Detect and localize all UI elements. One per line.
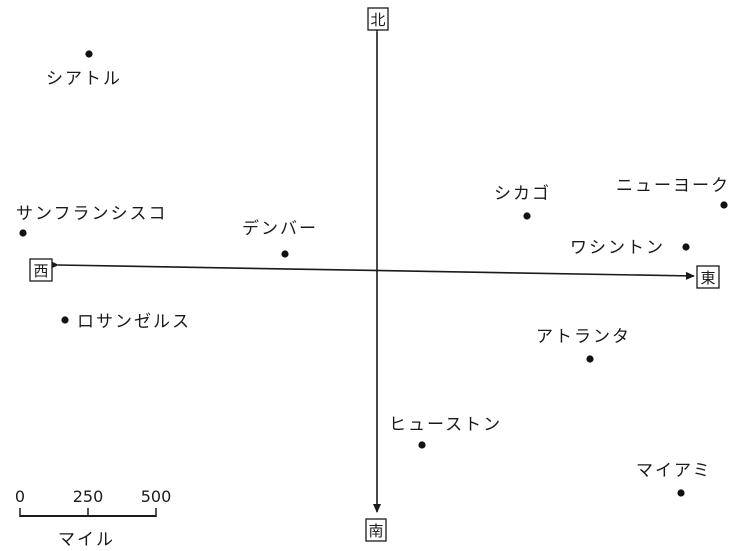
city-label: ワシントン	[570, 238, 665, 258]
scale-unit-label: マイル	[58, 530, 115, 550]
scale-tick-label: 0	[15, 487, 25, 506]
city-houston: ヒューストン	[389, 415, 502, 449]
scale-tick-label: 500	[141, 487, 172, 506]
city-miami: マイアミ	[636, 461, 712, 497]
city-dot	[677, 489, 685, 497]
city-label: サンフランシスコ	[16, 204, 168, 224]
svg-text:南: 南	[368, 522, 383, 540]
north-marker: 北	[367, 7, 389, 31]
city-dot	[85, 50, 93, 58]
city-label: ロサンゼルス	[77, 312, 191, 332]
city-dot	[586, 355, 594, 363]
city-dot	[418, 441, 426, 449]
city-dot	[720, 201, 728, 209]
city-dot	[682, 243, 690, 251]
city-label: シカゴ	[494, 183, 551, 204]
city-label: マイアミ	[636, 461, 712, 481]
east-west-axis	[49, 260, 695, 280]
city-dot	[19, 229, 27, 237]
city-label: デンバー	[242, 218, 318, 239]
city-label: ニューヨーク	[616, 176, 730, 196]
city-dot	[523, 212, 531, 220]
city-denver: デンバー	[242, 218, 318, 258]
city-san-francisco: サンフランシスコ	[16, 204, 168, 237]
scale-tick-label: 250	[73, 487, 104, 506]
city-label: ヒューストン	[389, 415, 502, 435]
svg-text:東: 東	[700, 269, 715, 287]
city-label: アトランタ	[536, 327, 631, 347]
south-marker: 南	[365, 518, 387, 542]
city-los-angeles: ロサンゼルス	[61, 312, 191, 332]
city-atlanta: アトランタ	[536, 327, 631, 363]
city-washington: ワシントン	[570, 238, 690, 258]
east-marker: 東	[696, 265, 720, 289]
svg-text:西: 西	[33, 262, 48, 280]
city-new-york: ニューヨーク	[616, 176, 730, 209]
west-marker: 西	[29, 258, 53, 282]
city-dot	[281, 250, 289, 258]
city-chicago: シカゴ	[494, 183, 551, 220]
svg-text:北: 北	[370, 11, 385, 29]
city-dot	[61, 316, 69, 324]
city-seattle: シアトル	[46, 50, 122, 89]
scale-bar: 0 250 500 マイル	[15, 487, 171, 550]
city-label: シアトル	[46, 69, 122, 89]
